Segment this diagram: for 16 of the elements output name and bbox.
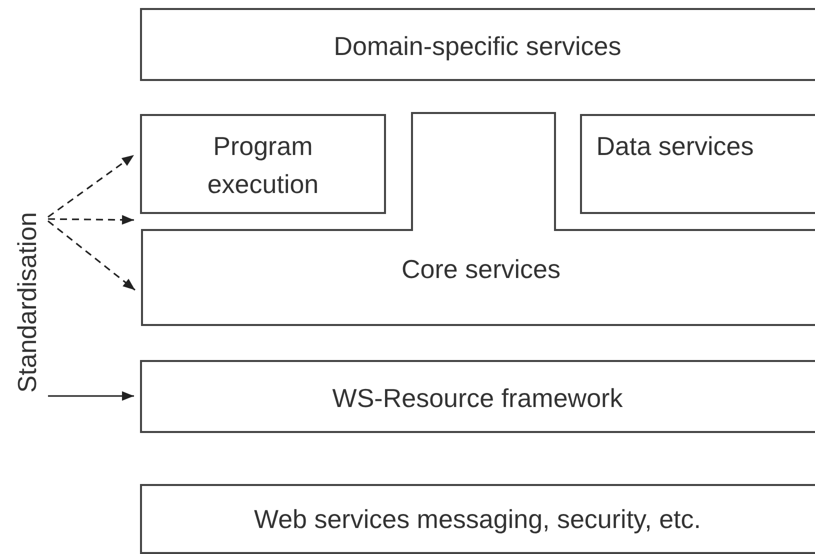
layer-label: Program execution (206, 130, 320, 201)
layer-label: Web services messaging, security, etc. (253, 503, 702, 536)
layer-box (140, 360, 815, 433)
layer-label: Core services (400, 253, 562, 286)
arrow (48, 220, 136, 291)
arrow (48, 154, 134, 218)
layer-box (140, 114, 386, 214)
layer-box (140, 484, 815, 554)
vertical-label: Standardisation (11, 212, 43, 393)
layer-label: WS-Resource framework (331, 382, 624, 415)
layer-label: Domain-specific services (332, 30, 622, 63)
layer-box (140, 8, 815, 81)
arrow (48, 391, 134, 401)
arrow (48, 215, 134, 225)
layer-box (580, 114, 815, 214)
layer-label: Data services (595, 130, 755, 163)
